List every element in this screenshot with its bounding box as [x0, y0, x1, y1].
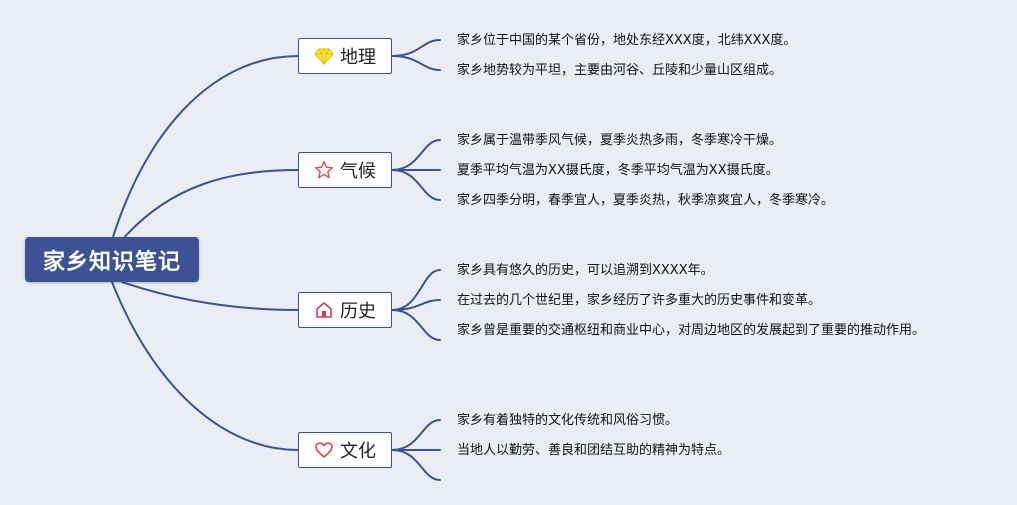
connector-root-culture: [111, 281, 299, 451]
branch-label: 历史: [340, 301, 376, 322]
leaf-history-1[interactable]: 家乡具有悠久的历史，可以追溯到XXXX年。: [457, 263, 714, 278]
leaf-culture-1[interactable]: 家乡有着独特的文化传统和风俗习惯。: [457, 413, 679, 428]
connector-climate-3: [391, 169, 441, 201]
connector-root-history: [121, 281, 299, 311]
branch-label: 气候: [340, 161, 376, 182]
branch-label: 地理: [340, 47, 376, 68]
leaf-history-2[interactable]: 在过去的几个世纪里，家乡经历了许多重大的历史事件和变革。: [457, 293, 822, 308]
connector-history-1: [391, 269, 441, 311]
branch-node-history[interactable]: 历史: [298, 292, 392, 328]
connector-culture-1: [391, 419, 441, 451]
connector-culture-3: [391, 449, 441, 481]
leaf-climate-3[interactable]: 家乡四季分明，春季宜人，夏季炎热，秋季凉爽宜人，冬季寒冷。: [457, 193, 835, 208]
diamond-icon: [314, 48, 334, 66]
leaf-history-3[interactable]: 家乡曾是重要的交通枢纽和商业中心，对周边地区的发展起到了重要的推动作用。: [457, 323, 926, 338]
leaf-climate-2[interactable]: 夏季平均气温为XX摄氏度，冬季平均气温为XX摄氏度。: [457, 163, 779, 178]
branch-label: 文化: [340, 441, 376, 462]
branch-node-climate[interactable]: 气候: [298, 152, 392, 188]
connector-root-climate: [121, 169, 299, 241]
root-node[interactable]: 家乡知识笔记: [25, 237, 199, 282]
connector-climate-1: [391, 139, 441, 171]
leaf-culture-2[interactable]: 当地人以勤劳、善良和团结互助的精神为特点。: [457, 443, 731, 458]
leaf-climate-1[interactable]: 家乡属于温带季风气候，夏季炎热多雨，冬季寒冷干燥。: [457, 133, 783, 148]
branch-node-geography[interactable]: 地理: [298, 38, 392, 74]
leaf-geography-1[interactable]: 家乡位于中国的某个省份，地处东经XXX度，北纬XXX度。: [457, 33, 797, 48]
connector-geography-2: [391, 55, 441, 71]
connector-history-3: [391, 309, 441, 341]
star-icon: [315, 161, 333, 179]
connector-geography-1: [391, 39, 441, 57]
heart-icon: [315, 442, 333, 458]
connector-root-geography: [111, 55, 299, 241]
leaf-geography-2[interactable]: 家乡地势较为平坦，主要由河谷、丘陵和少量山区组成。: [457, 63, 783, 78]
branch-node-culture[interactable]: 文化: [298, 432, 392, 468]
home-icon: [316, 302, 332, 318]
